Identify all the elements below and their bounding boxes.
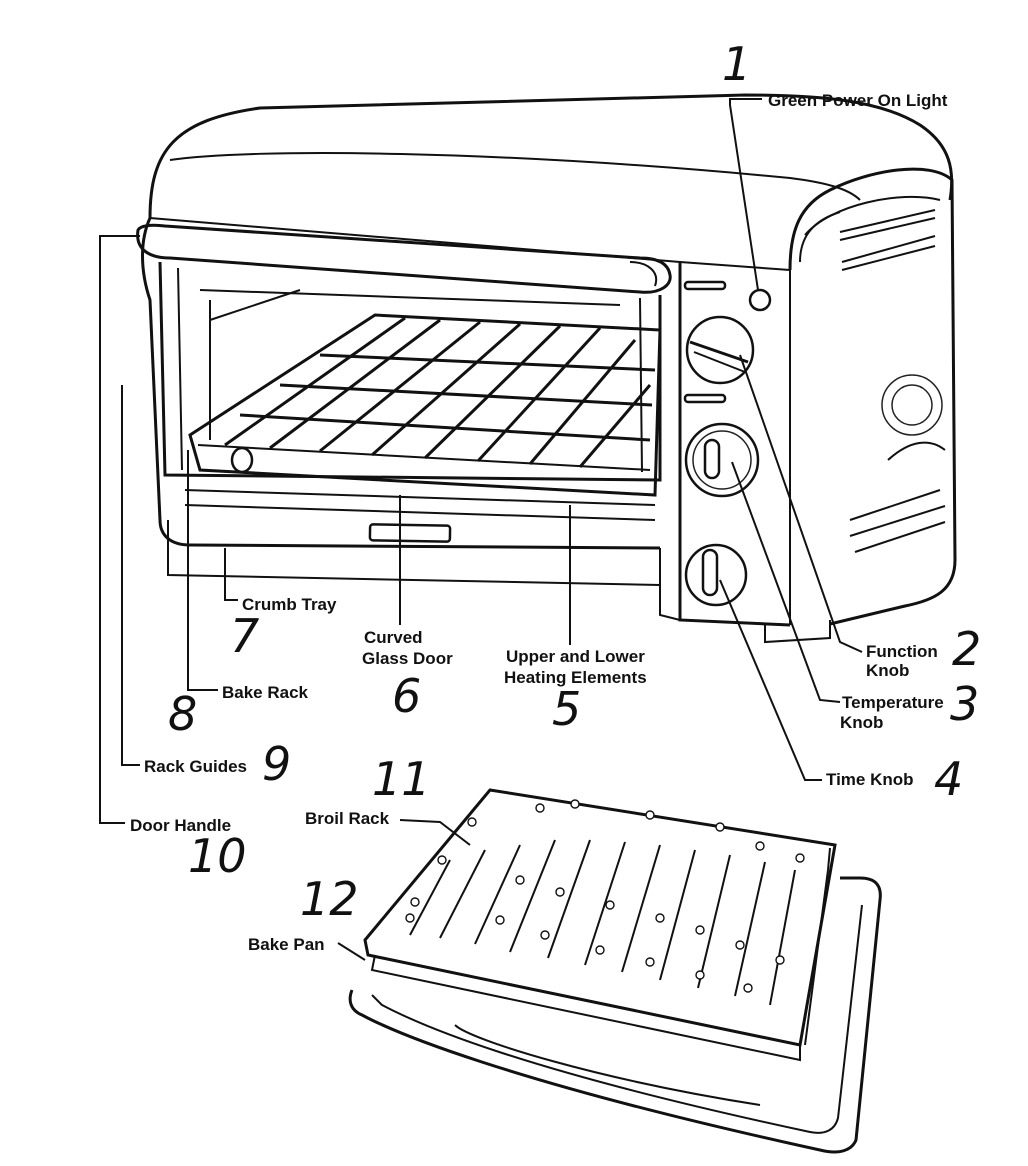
callout-12: 12 (300, 872, 359, 926)
callout-10: 10 (188, 829, 247, 883)
power-light-icon (748, 288, 772, 312)
glass-door-label-line2: Glass Door (362, 649, 453, 668)
oven-body (141, 93, 957, 644)
callout-4: 4 (934, 752, 963, 806)
bake-rack (188, 313, 662, 497)
bake-rack-label: Bake Rack (222, 683, 309, 702)
power-light-label: Green Power On Light (768, 91, 948, 110)
bake-pan-label: Bake Pan (248, 935, 325, 954)
broil-rack (363, 788, 837, 1062)
temperature-knob-label-line1: Temperature (842, 693, 944, 712)
heating-elements-label-line2: Heating Elements (504, 668, 647, 687)
callout-6: 6 (392, 669, 421, 723)
labels: Green Power On Light Function Knob Tempe… (130, 91, 948, 954)
glass-door-frame (158, 261, 662, 482)
glass-door-label-line1: Curved (364, 628, 423, 647)
door-bottom-trim (184, 489, 656, 543)
temperature-knob-icon (684, 422, 760, 498)
callout-9: 9 (262, 737, 291, 791)
crumb-tray-label: Crumb Tray (242, 595, 337, 614)
callout-8: 8 (168, 687, 197, 741)
bake-pan (348, 876, 882, 1154)
callout-7: 7 (230, 609, 259, 663)
heating-elements-label-line1: Upper and Lower (506, 647, 645, 666)
callout-2: 2 (952, 622, 981, 676)
broil-rack-label: Broil Rack (305, 809, 390, 828)
callout-5: 5 (552, 682, 581, 736)
brand-logo (368, 523, 452, 543)
control-panel (683, 280, 772, 607)
rack-guides-label: Rack Guides (144, 757, 247, 776)
function-knob-label-line2: Knob (866, 661, 909, 680)
leader-lines (99, 98, 863, 961)
temperature-knob-label-line2: Knob (840, 713, 883, 732)
time-knob-icon (684, 543, 748, 607)
time-knob-label: Time Knob (826, 770, 914, 789)
callout-11: 11 (372, 752, 431, 806)
function-knob-icon (685, 315, 755, 385)
callout-numbers: 1 2 3 4 5 6 7 8 9 10 11 12 (168, 37, 981, 926)
door-handle-label: Door Handle (130, 816, 231, 835)
door-handle (136, 223, 672, 294)
side-vents (839, 209, 946, 553)
callout-3: 3 (950, 677, 979, 731)
callout-1: 1 (722, 37, 751, 91)
function-knob-label-line1: Function (866, 642, 938, 661)
